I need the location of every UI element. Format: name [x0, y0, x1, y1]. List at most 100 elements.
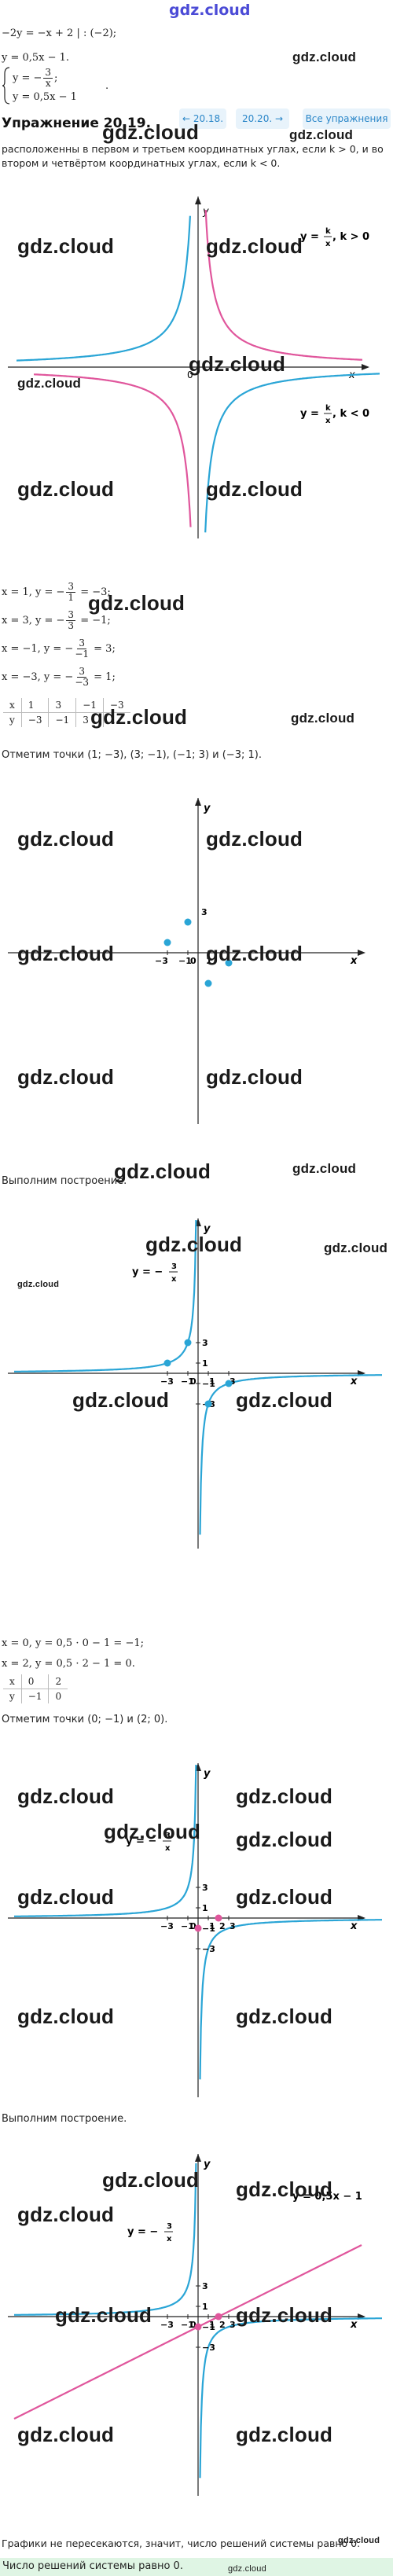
- curve-k-negative-q4: [204, 373, 380, 533]
- calc2-line-1: x = 0, y = 0,5 · 0 − 1 = −1;: [2, 1637, 144, 1649]
- watermark: gdz.cloud: [72, 1388, 170, 1412]
- curve-k-positive-q1: [204, 210, 362, 361]
- watermark: gdz.cloud: [17, 2005, 115, 2028]
- tick-y-3: 3: [201, 907, 208, 917]
- watermark: gdz.cloud: [55, 2303, 152, 2327]
- point: [194, 2323, 202, 2331]
- label-line: y = 0,5x − 1: [292, 2191, 362, 2203]
- brace-icon: [2, 67, 10, 105]
- x-axis-label: x: [350, 1376, 358, 1387]
- y-axis-arrow: [195, 197, 201, 204]
- label-k-positive: y = k x , k > 0: [300, 227, 369, 248]
- svg-text:3: 3: [167, 2222, 172, 2231]
- tick-label-x: 0: [190, 2320, 196, 2330]
- y-axis-arrow: [195, 2154, 201, 2162]
- point: [215, 1914, 222, 1922]
- tick-label-x: −1: [181, 1921, 194, 1931]
- point: [184, 1339, 192, 1347]
- tick-label-x: −3: [160, 1376, 174, 1387]
- watermark: gdz.cloud: [90, 705, 188, 729]
- site-logo[interactable]: gdz.cloud: [169, 2, 251, 19]
- label-k-negative: y = k x , k < 0: [300, 404, 369, 425]
- build-text-2: Выполним построение.: [2, 2113, 127, 2125]
- intro-line-2: втором и четвёртом координатных углах, е…: [2, 157, 281, 169]
- watermark: gdz.cloud: [236, 2177, 333, 2201]
- answer-text: Число решений системы равно 0.: [2, 2560, 183, 2572]
- svg-text:x: x: [167, 2235, 172, 2243]
- watermark: gdz.cloud: [189, 352, 286, 376]
- svg-text:y =: y =: [300, 408, 319, 420]
- watermark: gdz.cloud: [102, 120, 200, 144]
- tick-label-y: −1: [202, 2322, 215, 2332]
- watermark: gdz.cloud: [324, 1240, 388, 1255]
- tick-label-y: 1: [202, 1358, 208, 1369]
- tick-label-x: 2: [219, 2320, 226, 2330]
- build-text-1: Выполним построение.: [2, 1175, 127, 1187]
- watermark: gdz.cloud: [17, 1885, 115, 1909]
- watermark: gdz.cloud: [17, 1065, 115, 1089]
- label-minus3-over-x: y = − 3 x: [126, 1832, 171, 1853]
- watermark: gdz.cloud: [206, 827, 303, 851]
- tick-label-x: 2: [219, 1921, 226, 1931]
- watermark: gdz.cloud: [291, 711, 355, 726]
- svg-text:x: x: [165, 1844, 171, 1853]
- system-line-2: y = 0,5x − 1: [13, 91, 77, 103]
- curve-q4: [199, 1919, 382, 2080]
- tick-label-x: 3: [230, 2320, 236, 2330]
- tick-label-y: 1: [202, 2302, 208, 2312]
- points-text-2: Отметим точки (0; −1) и (2; 0).: [2, 1714, 168, 1725]
- watermark: gdz.cloud: [17, 2203, 115, 2226]
- point: [163, 1359, 171, 1367]
- exercise-title: Упражнение 20.19.: [2, 116, 152, 131]
- label-minus3-over-x: y = − 3 x: [127, 2222, 173, 2243]
- tick-label-y: 3: [202, 1338, 208, 1348]
- watermark: gdz.cloud: [292, 1161, 357, 1176]
- points-text-1: Отметим точки (1; −3), (3; −1), (−1; 3) …: [2, 749, 262, 761]
- system-tail: .: [105, 80, 109, 92]
- tick-x-m3: −3: [155, 956, 168, 966]
- tick-label-x: 3: [230, 1921, 236, 1931]
- calc2-line-2: x = 2, y = 0,5 · 2 − 1 = 0.: [2, 1658, 135, 1670]
- svg-text:y =: y =: [300, 231, 319, 243]
- next-exercise-button[interactable]: 20.20. →: [236, 108, 289, 129]
- point: [215, 2313, 222, 2321]
- tick-label-x: 1: [209, 1376, 215, 1387]
- tick-label-y: −3: [202, 2343, 215, 2353]
- tick-label-x: −3: [160, 2320, 174, 2330]
- tick-x-1: 1: [206, 956, 212, 966]
- watermark: gdz.cloud: [17, 2423, 115, 2446]
- tick-label-x: 0: [190, 1921, 196, 1931]
- svg-text:k: k: [325, 227, 331, 236]
- watermark: gdz.cloud: [206, 234, 303, 258]
- watermark: gdz.cloud: [236, 2423, 333, 2446]
- svg-text:y = −: y = −: [127, 2226, 158, 2238]
- svg-text:k: k: [325, 404, 331, 413]
- curve-q2: [14, 1764, 197, 1917]
- x-axis-arrow: [358, 950, 365, 956]
- watermark: gdz.cloud: [228, 2564, 266, 2574]
- svg-text:x: x: [325, 240, 331, 248]
- y-axis-label: y: [204, 1768, 211, 1780]
- watermark: gdz.cloud: [236, 1828, 333, 1851]
- watermark: gdz.cloud: [17, 234, 115, 258]
- prev-exercise-button[interactable]: ← 20.18.: [179, 108, 226, 129]
- svg-text:x: x: [325, 417, 331, 425]
- watermark: gdz.cloud: [17, 827, 115, 851]
- watermark: gdz.cloud: [236, 1388, 333, 1412]
- tick-label-x: 1: [209, 2320, 215, 2330]
- all-exercises-button[interactable]: Все упражнения: [303, 108, 391, 129]
- tick-label-y: 1: [202, 1903, 208, 1913]
- label-minus3-over-x: y = − 3 x: [132, 1262, 178, 1284]
- watermark: gdz.cloud: [236, 1784, 333, 1808]
- y-axis-label: y: [204, 1223, 211, 1235]
- equation-line-1: −2y = −x + 2 | : (−2);: [2, 28, 117, 39]
- watermark: gdz.cloud: [17, 1784, 115, 1808]
- y-axis-arrow: [195, 798, 201, 806]
